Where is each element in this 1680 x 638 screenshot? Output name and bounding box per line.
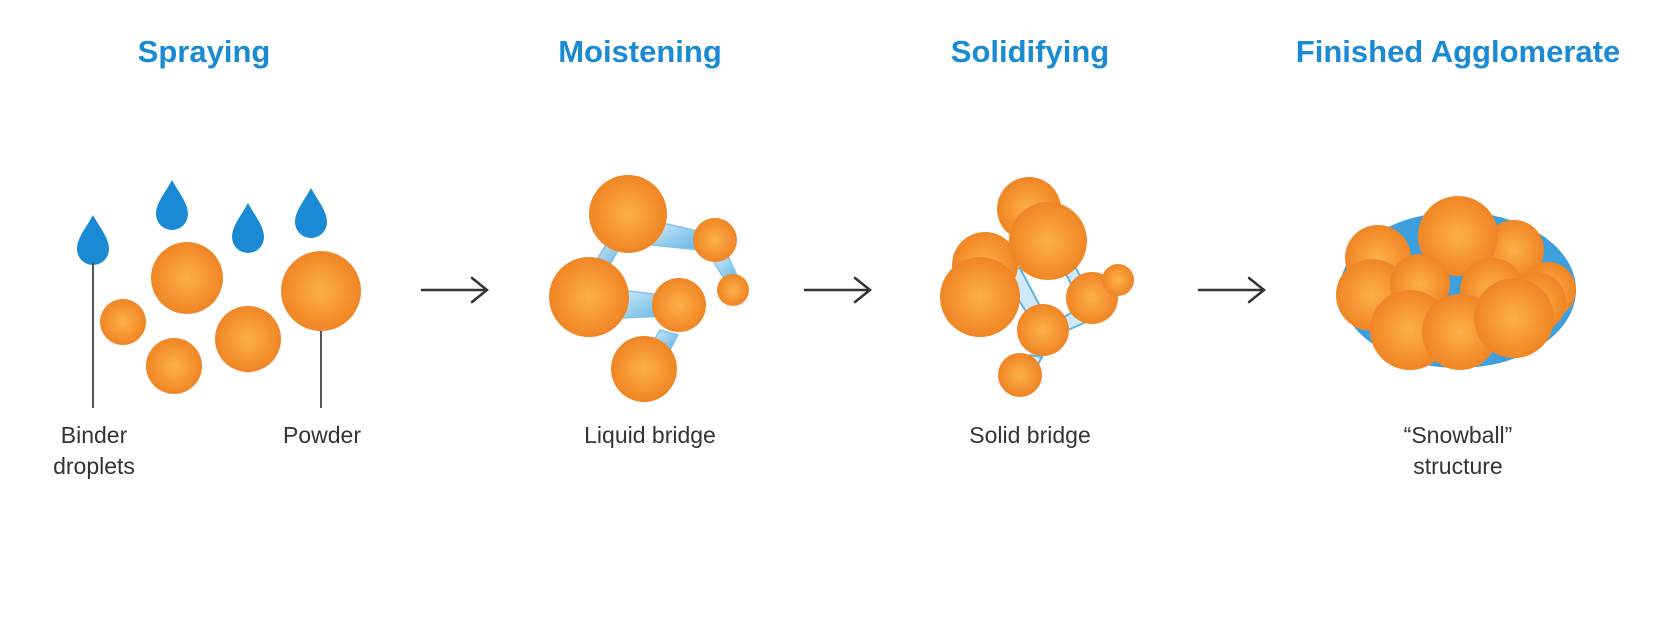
powder-particle [611, 336, 677, 402]
caption-snowball-line1: “Snowball” [1403, 422, 1513, 448]
powder-particle [146, 338, 202, 394]
arrow-right-icon [803, 276, 873, 304]
caption-liquid-bridge: Liquid bridge [584, 422, 716, 448]
stage-title-moistening: Moistening [558, 34, 722, 69]
powder-particle [1474, 278, 1554, 358]
powder-particle [717, 274, 749, 306]
droplet-icon [232, 203, 264, 253]
powder-particle [589, 175, 667, 253]
arrow-right-icon [1197, 276, 1267, 304]
caption-powder: Powder [283, 422, 361, 448]
stage-title-finished-agglomerate: Finished Agglomerate [1295, 34, 1621, 69]
agglomerate-group [1336, 196, 1576, 370]
moistening-group [549, 175, 749, 402]
caption-binder-line2: droplets [53, 453, 135, 479]
powder-particle [281, 251, 361, 331]
spraying-group [77, 180, 361, 408]
solidifying-group [940, 177, 1134, 397]
droplet-icon [295, 188, 327, 238]
powder-particle [1017, 304, 1069, 356]
caption-binder-droplets: Binder droplets [32, 420, 156, 482]
powder-particle [151, 242, 223, 314]
powder-particle [549, 257, 629, 337]
droplet-icon [156, 180, 188, 230]
powder-particle [1102, 264, 1134, 296]
stage-title-spraying: Spraying [137, 34, 271, 69]
caption-snowball-structure: “Snowball” structure [1358, 420, 1558, 482]
powder-particle [998, 353, 1042, 397]
powder-particle [693, 218, 737, 262]
powder-particle [215, 306, 281, 372]
caption-binder-line1: Binder [60, 422, 128, 448]
stage-title-solidifying: Solidifying [950, 34, 1110, 69]
caption-snowball-line2: structure [1413, 453, 1503, 479]
powder-particle [652, 278, 706, 332]
droplet-icon [77, 215, 109, 265]
powder-particle [940, 257, 1020, 337]
powder-particle [100, 299, 146, 345]
caption-solid-bridge: Solid bridge [969, 422, 1091, 448]
arrow-right-icon [420, 276, 490, 304]
powder-particle [1418, 196, 1498, 276]
powder-particle [1009, 202, 1087, 280]
